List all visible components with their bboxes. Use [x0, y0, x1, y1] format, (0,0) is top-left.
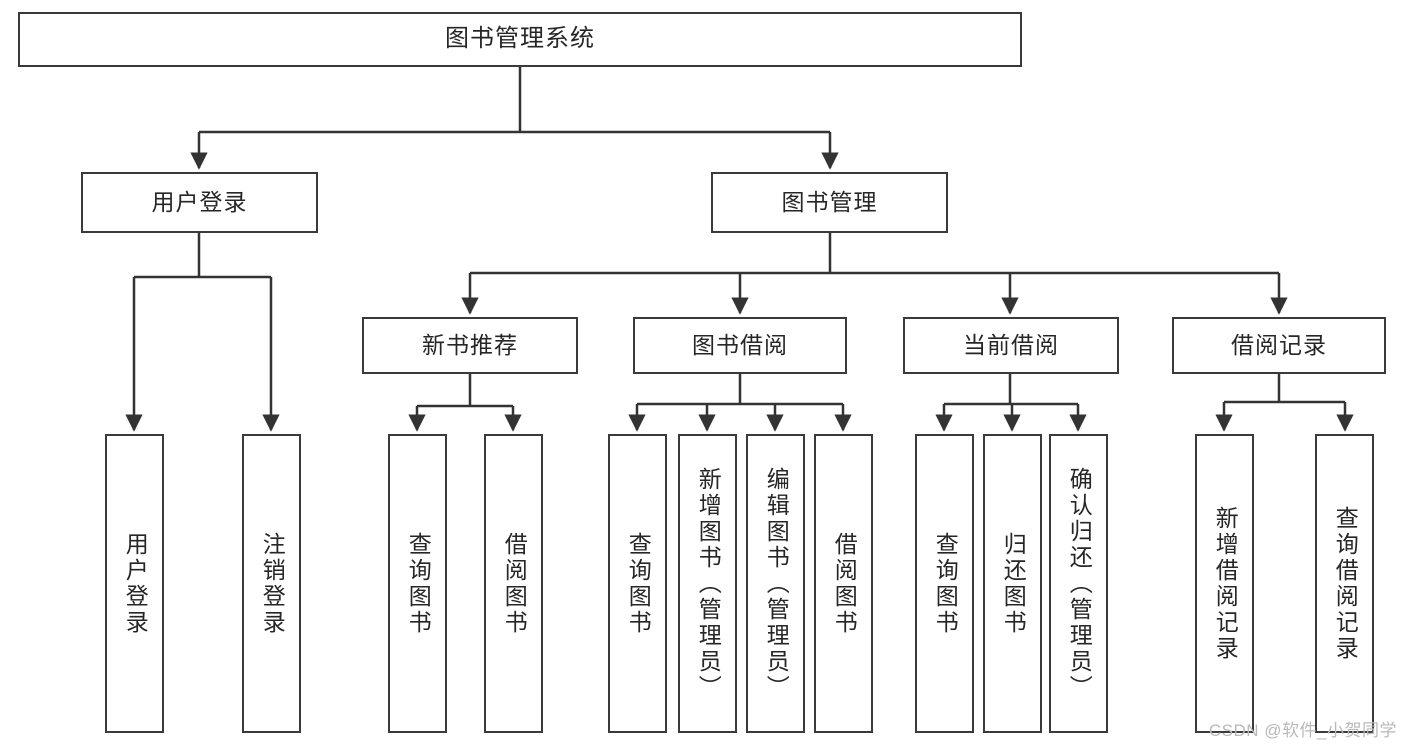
node-book-borrow-label: 图书借阅 — [692, 331, 788, 358]
node-new-book-recommend-label: 新书推荐 — [422, 331, 518, 358]
node-leaf-query-book-3[interactable]: 查询图书 — [915, 434, 974, 733]
node-leaf-add-book[interactable]: 新增图书（管理员） — [678, 434, 737, 733]
node-leaf-add-record[interactable]: 新增借阅记录 — [1195, 434, 1254, 733]
node-leaf-query-book-2[interactable]: 查询图书 — [608, 434, 667, 733]
node-borrow-record[interactable]: 借阅记录 — [1172, 317, 1386, 374]
node-leaf-user-login[interactable]: 用户登录 — [105, 434, 164, 733]
node-book-manage[interactable]: 图书管理 — [711, 172, 948, 233]
node-new-book-recommend[interactable]: 新书推荐 — [362, 317, 578, 374]
node-leaf-logout-login-label: 注销登录 — [259, 531, 286, 636]
node-user-login[interactable]: 用户登录 — [81, 172, 318, 233]
node-leaf-edit-book-label: 编辑图书（管理员） — [763, 466, 790, 701]
node-leaf-add-book-label: 新增图书（管理员） — [695, 466, 722, 701]
node-leaf-borrow-book-1-label: 借阅图书 — [501, 531, 528, 636]
node-leaf-borrow-book-1[interactable]: 借阅图书 — [484, 434, 543, 733]
node-leaf-logout-login[interactable]: 注销登录 — [242, 434, 301, 733]
node-borrow-record-label: 借阅记录 — [1231, 331, 1327, 358]
node-leaf-query-book-1-label: 查询图书 — [405, 531, 432, 636]
node-root-label: 图书管理系统 — [445, 25, 595, 53]
node-leaf-query-record[interactable]: 查询借阅记录 — [1315, 434, 1374, 733]
node-current-borrow[interactable]: 当前借阅 — [903, 317, 1119, 374]
node-leaf-borrow-book-2-label: 借阅图书 — [831, 531, 858, 636]
node-leaf-query-book-2-label: 查询图书 — [625, 531, 652, 636]
node-leaf-add-record-label: 新增借阅记录 — [1212, 505, 1239, 662]
node-leaf-return-book-label: 归还图书 — [1000, 531, 1027, 636]
node-root[interactable]: 图书管理系统 — [18, 12, 1022, 67]
node-book-manage-label: 图书管理 — [781, 188, 878, 215]
node-leaf-query-book-3-label: 查询图书 — [932, 531, 959, 636]
node-leaf-borrow-book-2[interactable]: 借阅图书 — [814, 434, 873, 733]
node-leaf-confirm-return-label: 确认归还（管理员） — [1066, 466, 1093, 701]
node-leaf-confirm-return[interactable]: 确认归还（管理员） — [1049, 434, 1108, 733]
node-current-borrow-label: 当前借阅 — [963, 331, 1059, 358]
csdn-watermark: CSDN @软件_小贺同学 — [1208, 721, 1397, 740]
node-leaf-user-login-label: 用户登录 — [122, 531, 149, 636]
node-user-login-label: 用户登录 — [151, 188, 248, 215]
node-leaf-query-book-1[interactable]: 查询图书 — [388, 434, 447, 733]
node-leaf-edit-book[interactable]: 编辑图书（管理员） — [746, 434, 805, 733]
node-leaf-return-book[interactable]: 归还图书 — [983, 434, 1042, 733]
node-leaf-query-record-label: 查询借阅记录 — [1332, 505, 1359, 662]
node-book-borrow[interactable]: 图书借阅 — [633, 317, 847, 374]
